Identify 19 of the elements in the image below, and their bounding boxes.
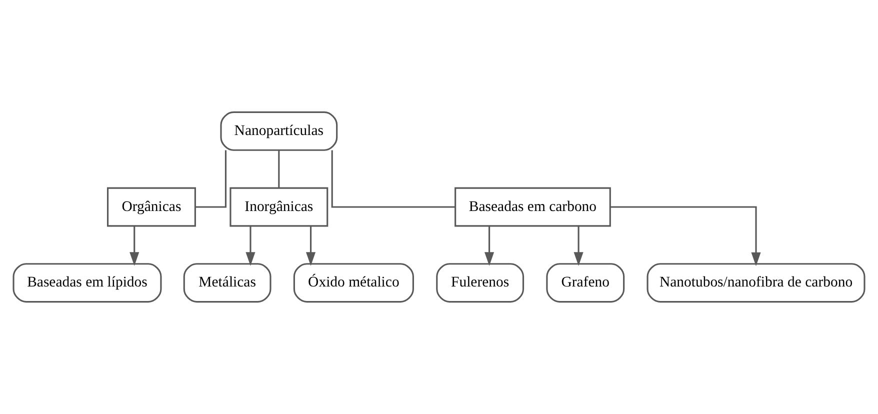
node-box: Óxido métalico — [293, 263, 414, 303]
arrow — [610, 206, 761, 266]
node-box: Inorgânicas — [230, 187, 328, 227]
node-box: Metálicas — [183, 263, 272, 303]
arrow — [574, 226, 584, 266]
node-box: Baseadas em lípidos — [12, 263, 162, 303]
arrow — [306, 226, 316, 266]
arrow — [484, 226, 494, 266]
arrow — [246, 226, 256, 266]
node-box: Nanotubos/nanofibra de carbono — [646, 263, 866, 303]
node-box: Orgânicas — [106, 187, 196, 227]
node-box: Fulerenos — [436, 263, 524, 303]
connector — [331, 150, 456, 208]
node-box: Grafeno — [546, 263, 625, 303]
connector — [196, 150, 227, 208]
node-box: Baseadas em carbono — [454, 187, 611, 227]
arrow — [130, 226, 140, 266]
node-box: Nanopartículas — [220, 111, 338, 151]
connector — [278, 150, 280, 188]
